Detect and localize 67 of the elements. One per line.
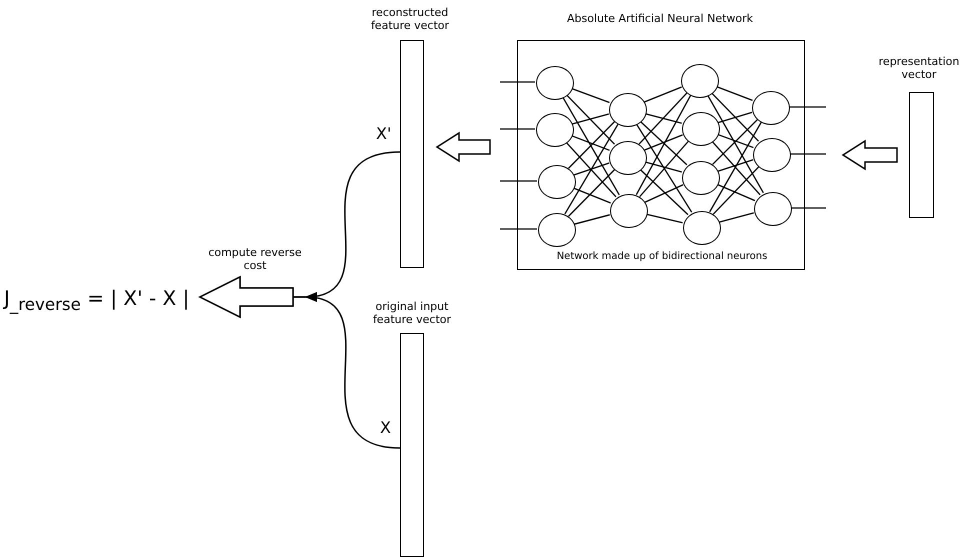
connection-line [639, 140, 689, 198]
connection-line [712, 166, 760, 215]
connection-line [644, 134, 683, 151]
connection-line [644, 184, 684, 203]
connection-line [566, 142, 616, 198]
connection-line [645, 113, 682, 124]
neuron-circle [609, 141, 647, 175]
variable-label: X' [376, 123, 392, 145]
connection-line [638, 92, 688, 144]
neuron-circle [681, 64, 719, 98]
connection-line [717, 134, 754, 148]
io-line [791, 207, 826, 209]
connection-line [572, 113, 609, 125]
io-line [789, 106, 826, 108]
vector-label: representation vector [878, 55, 960, 83]
neuron-circle [682, 112, 720, 146]
vector-label: reconstructed feature vector [370, 6, 450, 34]
vector-label: original input feature vector [372, 300, 452, 328]
io-line [500, 228, 537, 230]
connection-line [640, 120, 688, 166]
neuron-circle [754, 192, 792, 226]
neuron-circle [609, 93, 647, 127]
connection-line [568, 169, 615, 217]
cost-formula: J$_{_reverse}$ = | X' - X | [4, 285, 190, 316]
connection-line [709, 122, 762, 212]
neuron-circle [683, 211, 721, 245]
connection-line [568, 121, 615, 169]
connection-line [712, 119, 758, 165]
neuron-circle [752, 91, 790, 125]
block-arrow [436, 132, 491, 162]
neuron-circle [538, 213, 576, 247]
network-caption: Network made up of bidirectional neurons [556, 250, 768, 264]
network-title: Absolute Artificial Neural Network [566, 12, 754, 27]
connection-line [645, 161, 682, 173]
connection-line [716, 86, 753, 101]
connection-line [711, 140, 761, 196]
neuron-circle [610, 194, 648, 228]
neuron-circle [682, 161, 720, 195]
neuron-circle [753, 138, 791, 172]
block-arrow [842, 140, 898, 170]
connection-line [718, 112, 752, 124]
connection-line [562, 96, 620, 196]
connection-line [571, 135, 610, 151]
connection-line [718, 159, 754, 172]
neuron-circle [536, 66, 574, 100]
connection-line [566, 94, 615, 145]
connection-line [571, 88, 610, 104]
io-line [500, 81, 535, 83]
connection-line [707, 94, 764, 194]
io-line [500, 180, 537, 182]
connection-line [636, 123, 692, 213]
connection-line [711, 92, 759, 142]
neuron-circle [536, 113, 574, 147]
connection-line [573, 187, 611, 204]
connection-line [564, 124, 619, 214]
variable-label: X [380, 417, 392, 439]
io-line [500, 128, 535, 130]
connection-line [574, 162, 610, 176]
connection-line [716, 184, 756, 202]
connection-line [719, 212, 754, 223]
neuron-circle [538, 165, 576, 199]
connection-line [636, 94, 692, 196]
connection-line [644, 86, 682, 103]
io-line [790, 153, 826, 155]
connection-line [646, 214, 683, 224]
connection-line [640, 168, 688, 216]
connection-line [574, 214, 610, 225]
